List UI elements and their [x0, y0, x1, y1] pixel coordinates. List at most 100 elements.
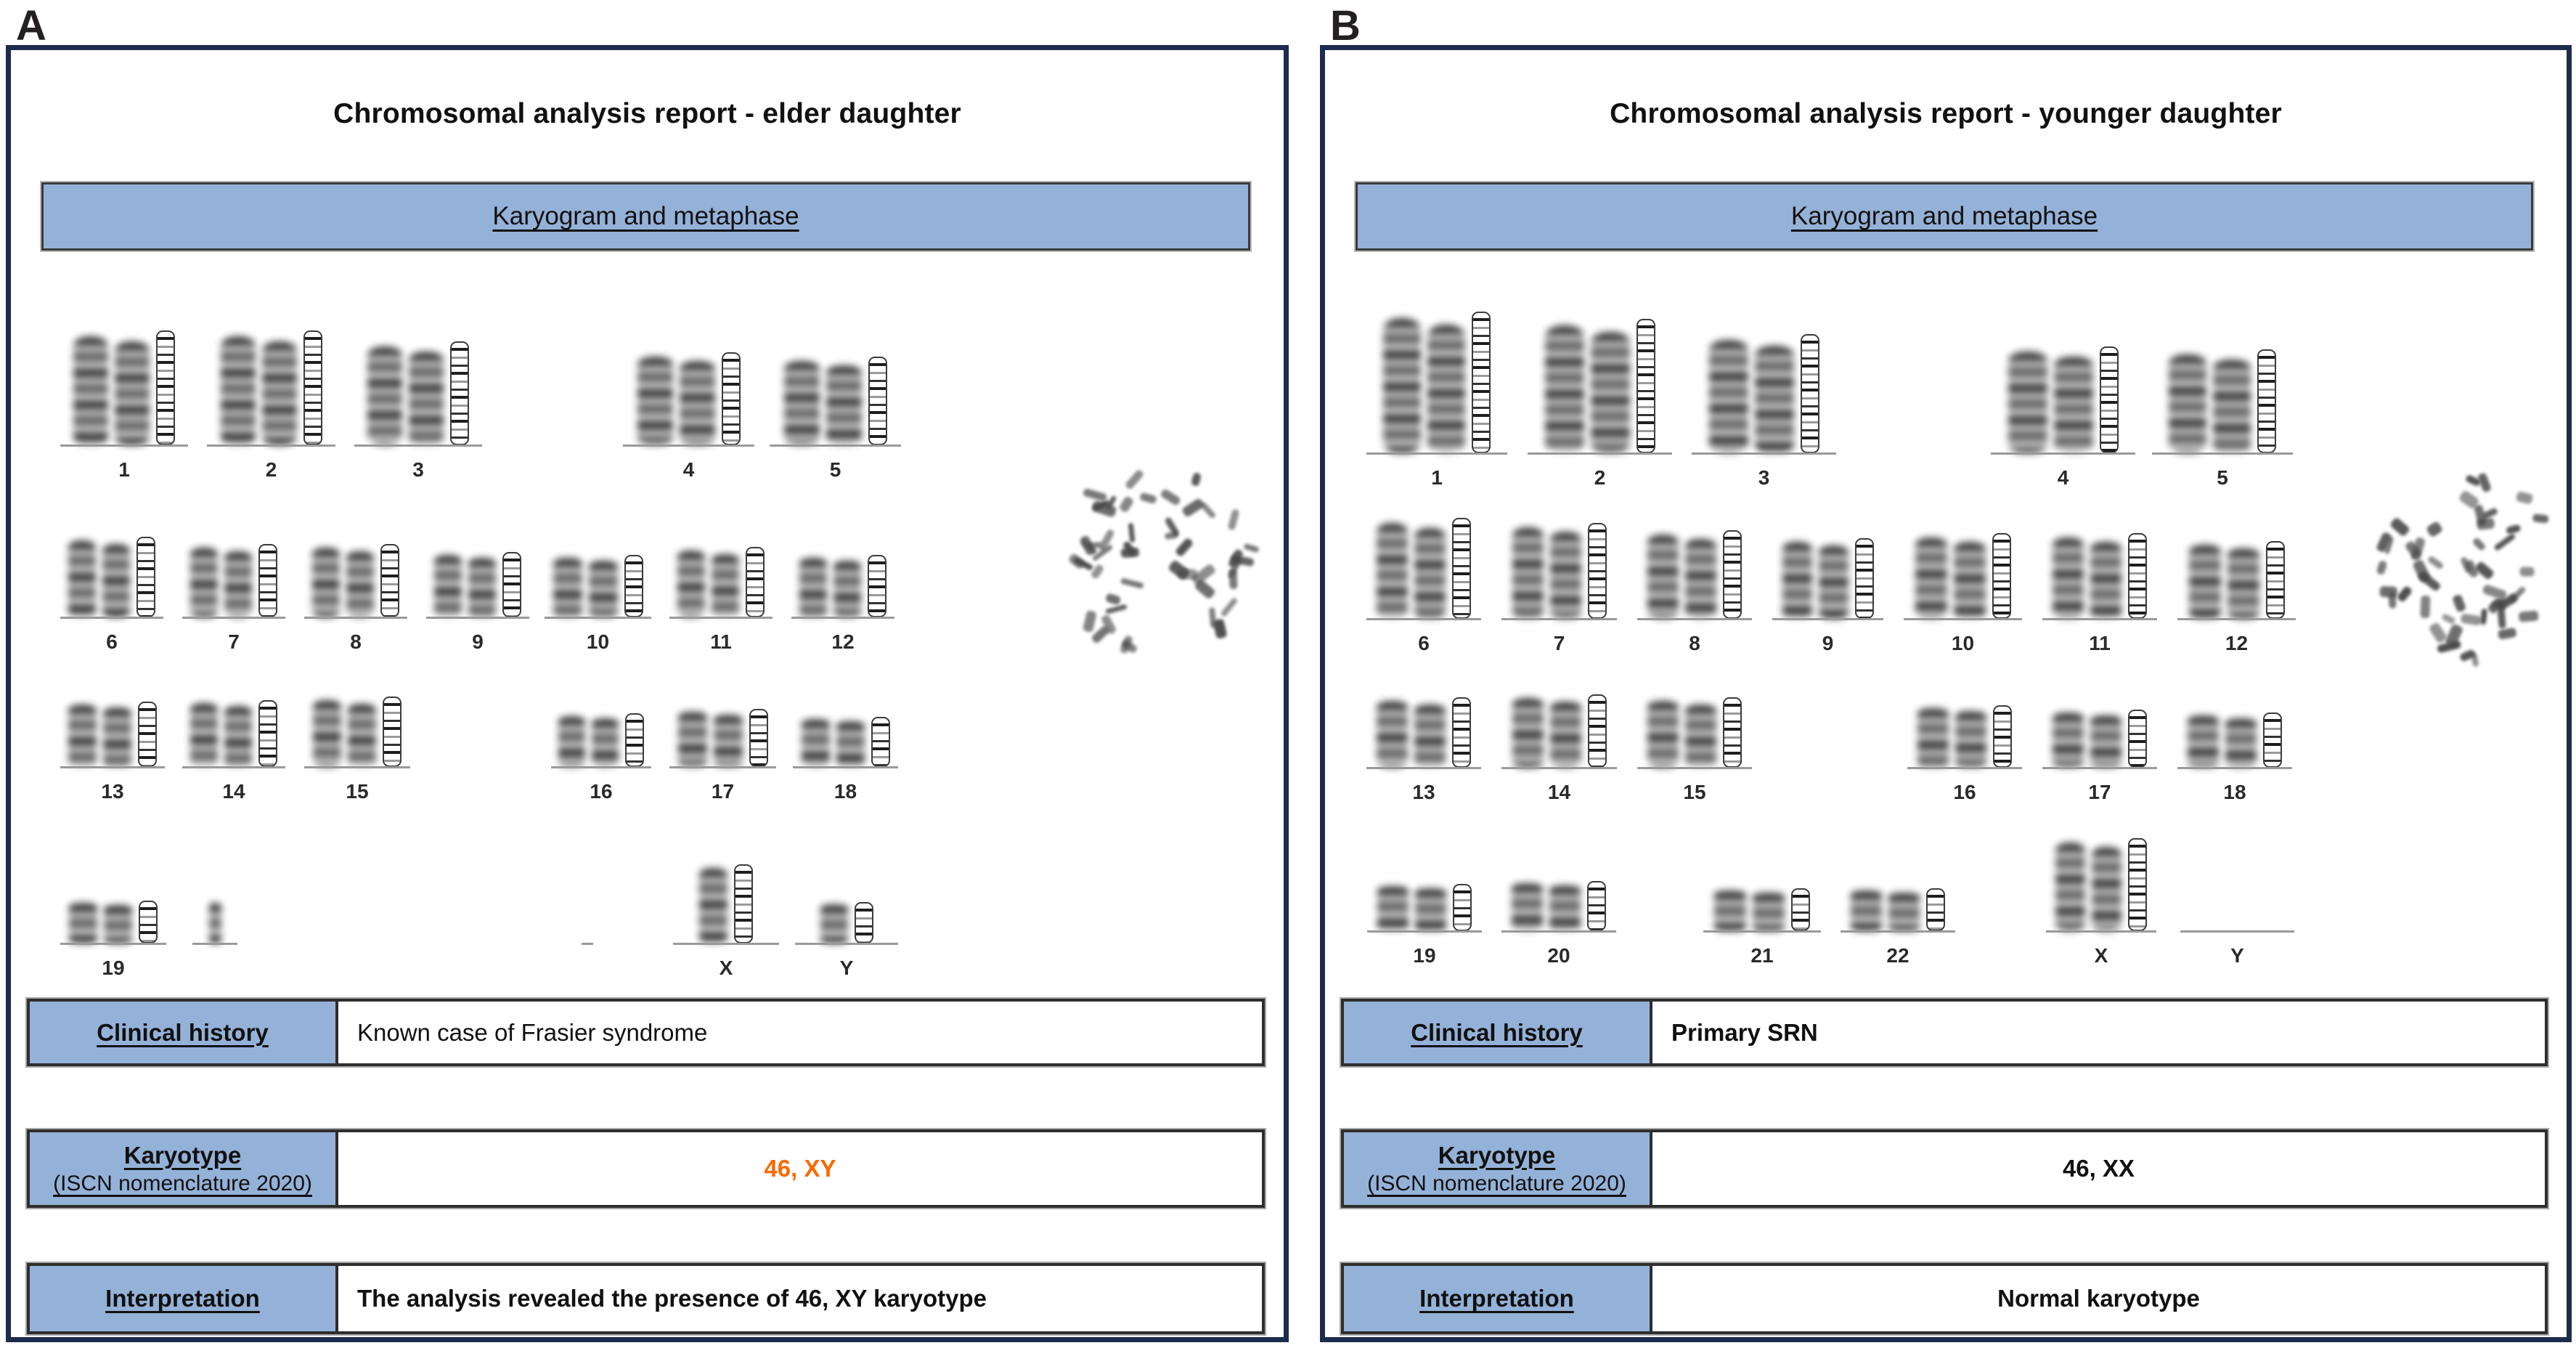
chromosome-photo [826, 365, 862, 445]
report-title: Chromosomal analysis report - elder daug… [333, 98, 961, 129]
chromosome-photo [102, 544, 130, 617]
chromosome-ideogram [2128, 710, 2147, 768]
chromosome-photo [2225, 718, 2257, 768]
chromosome-ideogram [383, 697, 402, 767]
chromosome-number-label: 2 [1594, 466, 1606, 489]
chromosome-group-12: 12 [791, 548, 894, 653]
chromosome-baseline [2042, 618, 2157, 620]
chromosome-number-label: 7 [228, 630, 240, 653]
chromosome-photo [1917, 708, 1949, 768]
chromosome-ideogram [139, 901, 158, 943]
chromosome-baseline [60, 943, 166, 945]
chromosome-number-label: 19 [1413, 944, 1436, 967]
chromosome-photo [73, 336, 108, 445]
metaphase-chromosome [1124, 468, 1145, 490]
chromosome-group-14: 14 [182, 693, 285, 803]
clinical-history-label: Clinical history [1344, 1002, 1652, 1063]
chromosome-number-label: 2 [265, 458, 277, 481]
chromosome-group-X: X [2046, 832, 2156, 967]
interpretation-label-text: Interpretation [105, 1285, 260, 1312]
chromosome-photo [103, 707, 131, 767]
chromosome-ideogram [1993, 705, 2012, 768]
chromosome-photo [1512, 698, 1544, 768]
chromosome-ideogram [1472, 312, 1491, 453]
chromosome-baseline [2042, 767, 2157, 769]
metaphase-chromosome [2425, 520, 2444, 537]
metaphase-chromosome [2471, 652, 2479, 667]
metaphase-chromosome [1212, 618, 1228, 640]
chromosome-photo [1685, 539, 1716, 619]
chromosome-photo [1549, 885, 1581, 931]
chromosome-photo [677, 551, 705, 617]
metaphase-chromosome [2426, 554, 2445, 570]
chromosome-ideogram [2265, 541, 2285, 619]
chromosome-photo [190, 548, 218, 617]
header-label: Karyogram and metaphase [492, 202, 799, 230]
chromosome-photo [1955, 711, 1986, 768]
chromosome-ideogram [1723, 697, 1742, 768]
chromosome-photo [1512, 883, 1543, 931]
chromosome-ideogram [138, 702, 157, 767]
chromosome-group-Y: Y [795, 894, 898, 979]
chromosome-baseline [1904, 618, 2022, 620]
chromosome-ideogram [1453, 884, 1472, 931]
clinical-history-row: Clinical history Primary SRN [1340, 997, 2549, 1068]
chromosome-number-label: 6 [1418, 632, 1430, 654]
chromosome-ideogram [868, 357, 887, 445]
chromosome-photo [1708, 340, 1748, 453]
chromosome-baseline [545, 617, 651, 619]
chromosome-baseline [1366, 452, 1507, 455]
metaphase-chromosome [2474, 560, 2495, 581]
chromosome-photo [1549, 702, 1581, 768]
chromosome-number-label: 9 [472, 630, 484, 653]
chromosome-ideogram [450, 341, 469, 445]
panel-b-letter: B [1330, 2, 1361, 49]
chromosome-group-Y: Y [2180, 921, 2294, 967]
interpretation-row: Interpretation Normal karyotype [1340, 1262, 2549, 1336]
chromosome-ideogram [502, 552, 521, 617]
chromosome-baseline [2046, 930, 2156, 933]
chromosome-photo [2227, 548, 2259, 619]
chromosome-ideogram [1587, 694, 1607, 768]
chromosome-baseline [1692, 452, 1836, 455]
chromosome-baseline [207, 444, 335, 447]
chromosome-photo [115, 341, 150, 445]
chromosome-number-label: 12 [831, 630, 855, 653]
chromosome-ideogram [734, 864, 753, 943]
metaphase-chromosome [1105, 603, 1128, 614]
panel-a-report: Chromosomal analysis report - elder daug… [6, 45, 1289, 1342]
clinical-history-value: Primary SRN [1652, 1002, 2545, 1063]
chromosome-number-label: 10 [586, 630, 610, 653]
chromosome-photo [1415, 888, 1446, 931]
chromosome-ideogram [624, 555, 643, 617]
chromosome-photo [679, 361, 715, 445]
chromosome-baseline [791, 617, 894, 619]
chromosome-number-label: 18 [2223, 781, 2246, 803]
chromosome-baseline [669, 766, 776, 768]
chromosome-group-22: 22 [1841, 880, 1955, 967]
chromosome-photo [313, 700, 341, 767]
metaphase-chromosome [2396, 585, 2413, 603]
chromosome-baseline [673, 943, 779, 945]
chromosome-photo [1685, 705, 1716, 768]
chromosome-number-label: 18 [833, 780, 857, 803]
chromosome-number-label: 20 [1547, 944, 1570, 967]
chromosome-ideogram [749, 709, 768, 767]
chromosome-group-3: 3 [1692, 330, 1836, 489]
chromosome-photo [2090, 715, 2121, 768]
metaphase-chromosome [2471, 537, 2487, 552]
chromosome-photo [677, 712, 707, 767]
chromosome-photo [1714, 890, 1746, 931]
chromosome-photo [2008, 352, 2047, 453]
metaphase-chromosome [1191, 472, 1202, 487]
chromosome-group-unlabeled [582, 933, 593, 945]
chromosome-number-label: 8 [1689, 632, 1700, 654]
metaphase-chromosome [1220, 597, 1239, 618]
chromosome-baseline [551, 766, 651, 768]
chromosome-group-5: 5 [770, 351, 901, 481]
chromosome-photo [783, 361, 820, 445]
chromosome-group-21: 21 [1703, 880, 1821, 967]
chromosome-ideogram [868, 555, 886, 617]
chromosome-group-8: 8 [304, 537, 407, 653]
